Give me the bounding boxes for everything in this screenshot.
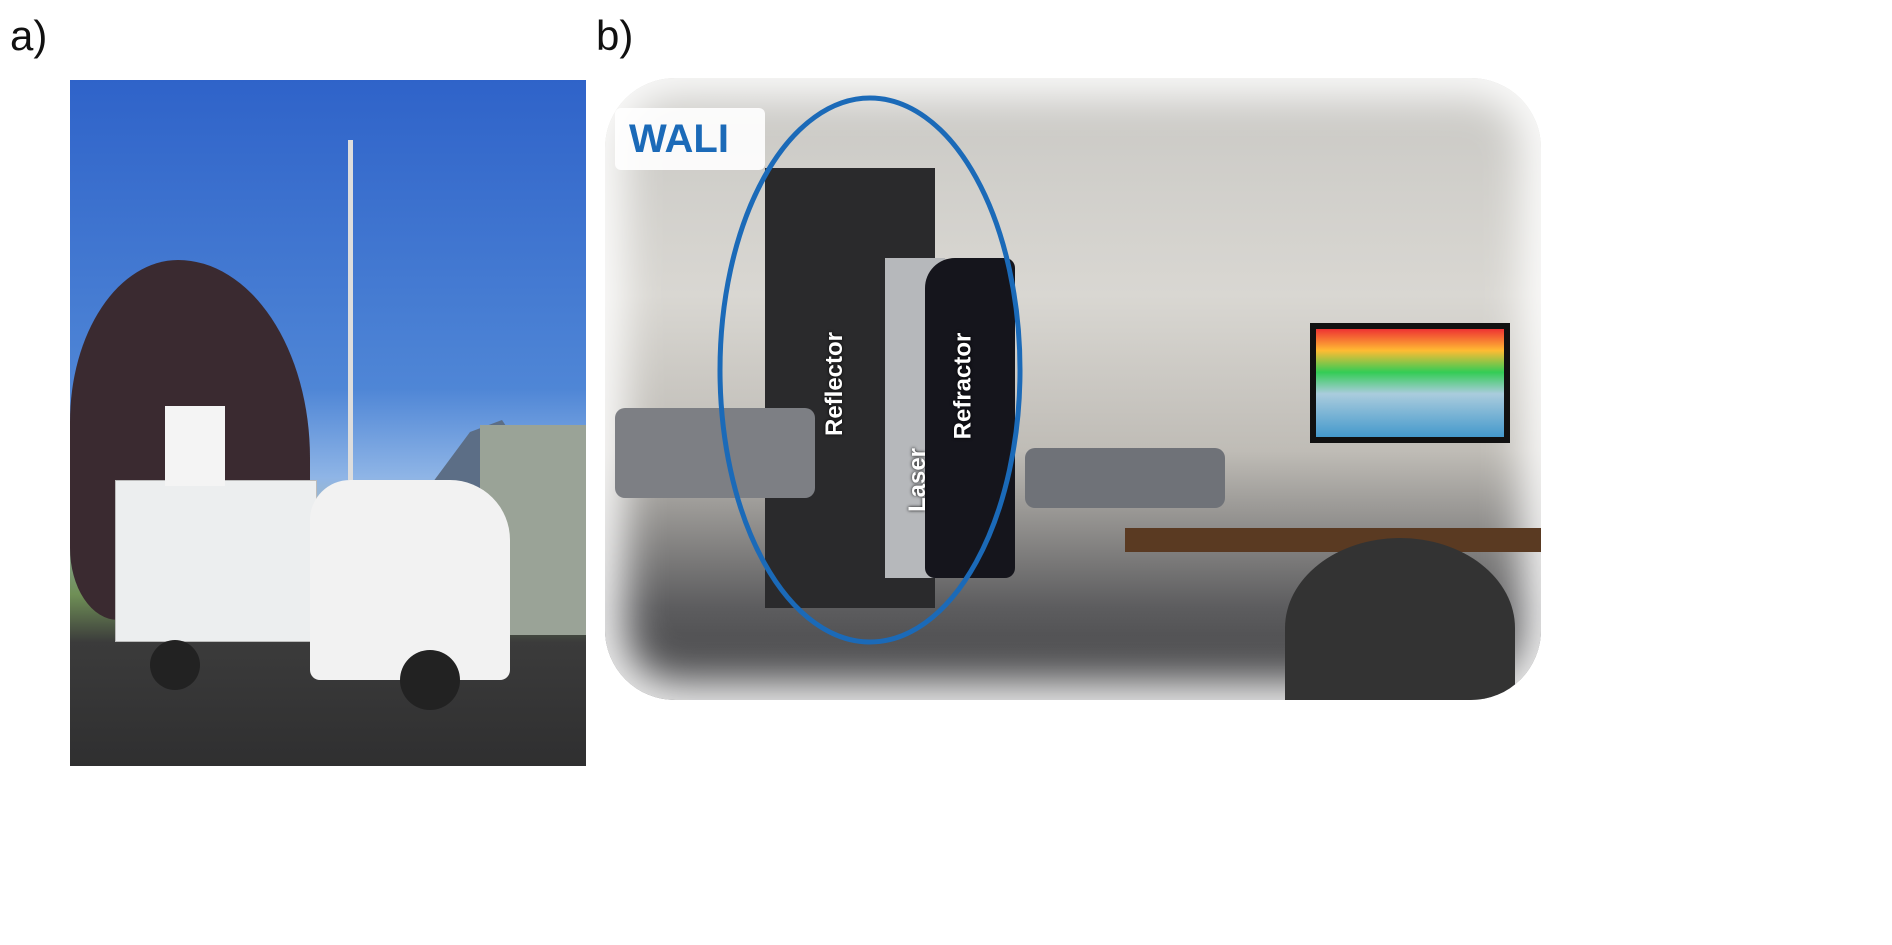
desk bbox=[1125, 528, 1541, 552]
chair bbox=[1285, 538, 1515, 700]
label-reflector: Reflector bbox=[821, 331, 849, 437]
telescope-right bbox=[1025, 448, 1225, 508]
wali-title: WALI bbox=[615, 108, 765, 170]
photo-lidar-truck bbox=[70, 80, 586, 766]
wheel bbox=[150, 640, 200, 690]
telescope-left bbox=[615, 408, 815, 498]
instrument-box bbox=[165, 406, 225, 486]
label-refractor: Refractor bbox=[949, 332, 977, 440]
mast bbox=[348, 140, 353, 480]
highlight-ellipse bbox=[717, 95, 1023, 645]
wheel bbox=[400, 650, 460, 710]
photo-wali-lab bbox=[605, 78, 1541, 700]
truck-box bbox=[115, 480, 317, 642]
panel-label-b: b) bbox=[596, 12, 634, 59]
monitor bbox=[1310, 323, 1510, 443]
refractor-cover bbox=[925, 258, 1015, 578]
panel-label-a: a) bbox=[10, 12, 48, 59]
monitor-screen bbox=[1316, 329, 1504, 437]
truck-cab bbox=[310, 480, 510, 680]
ellipse-outline bbox=[717, 95, 1023, 645]
label-laser: Laser bbox=[904, 447, 932, 513]
